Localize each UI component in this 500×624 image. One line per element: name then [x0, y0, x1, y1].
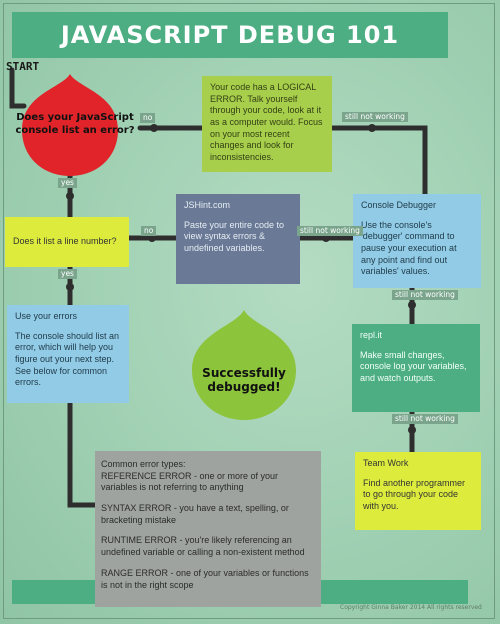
edge-label-still-not-working: still not working — [392, 414, 458, 424]
edge-label-still-not-working: still not working — [297, 226, 363, 236]
team-work-box: Team Work Find another programmer to go … — [355, 452, 481, 530]
common-runtime-error: RUNTIME ERROR - you're likely referencin… — [101, 535, 305, 558]
success-drop-green — [192, 310, 296, 420]
jshint-body: Paste your entire code to view syntax er… — [184, 219, 285, 254]
repl-title: repl.it — [360, 330, 383, 340]
console-debugger-title: Console Debugger — [361, 200, 437, 210]
page-border — [3, 3, 495, 619]
common-range-error: RANGE ERROR - one of your variables or f… — [101, 567, 309, 590]
connector-logical-console — [329, 125, 428, 197]
common-syntax-error: SYNTAX ERROR - you have a text, spelling… — [101, 503, 289, 525]
start-label: START — [6, 60, 40, 73]
junction-dot — [408, 301, 416, 309]
logical-error-text: Your code has a LOGICAL ERROR. Talk your… — [210, 82, 323, 163]
console-debugger-box: Console Debugger Use the console's 'debu… — [353, 194, 481, 288]
page-title: JAVASCRIPT DEBUG 101 — [12, 12, 448, 58]
repl-body: Make small changes, console log your var… — [360, 349, 467, 384]
team-title: Team Work — [363, 458, 409, 468]
edge-label-yes: yes — [58, 178, 77, 188]
edge-label-yes: yes — [58, 269, 77, 279]
junction-dot — [368, 124, 376, 132]
junction-dot — [150, 124, 158, 132]
console-debugger-body: Use the console's 'debugger' command to … — [361, 219, 457, 277]
jshint-box: JSHint.com Paste your entire code to vie… — [176, 194, 300, 284]
common-errors-box: Common error types: REFERENCE ERROR - on… — [95, 451, 321, 607]
connector-errors-common — [67, 400, 98, 508]
line-number-question-box: Does it list a line number? — [5, 217, 129, 267]
junction-dot — [322, 234, 330, 242]
edge-label-no: no — [141, 226, 157, 236]
success-label: Successfully debugged! — [202, 366, 286, 394]
common-reference-error: REFERENCE ERROR - one or more of your va… — [101, 470, 279, 493]
junction-dot — [408, 426, 416, 434]
start-connector — [9, 67, 27, 109]
console-error-question: Does your JavaScript console list an err… — [15, 112, 135, 136]
junction-dot — [66, 192, 74, 200]
line-number-question: Does it list a line number? — [13, 236, 117, 247]
edge-label-still-not-working: still not working — [392, 290, 458, 300]
edge-label-still-not-working: still not working — [342, 112, 408, 122]
logical-error-box: Your code has a LOGICAL ERROR. Talk your… — [202, 76, 332, 172]
use-errors-title: Use your errors — [15, 311, 78, 321]
junction-dot — [148, 234, 156, 242]
decision-drop-red — [22, 74, 118, 176]
team-body: Find another programmer to go through yo… — [363, 477, 466, 512]
copyright-text: Copyright Ginna Baker 2014 All rights re… — [340, 604, 482, 611]
use-errors-box: Use your errors The console should list … — [7, 305, 129, 403]
use-errors-body: The console should list an error, which … — [15, 330, 120, 388]
junction-dot — [66, 283, 74, 291]
jshint-title: JSHint.com — [184, 200, 231, 210]
edge-label-no: no — [140, 113, 156, 123]
common-errors-title: Common error types: — [101, 459, 186, 469]
repl-box: repl.it Make small changes, console log … — [352, 324, 480, 412]
